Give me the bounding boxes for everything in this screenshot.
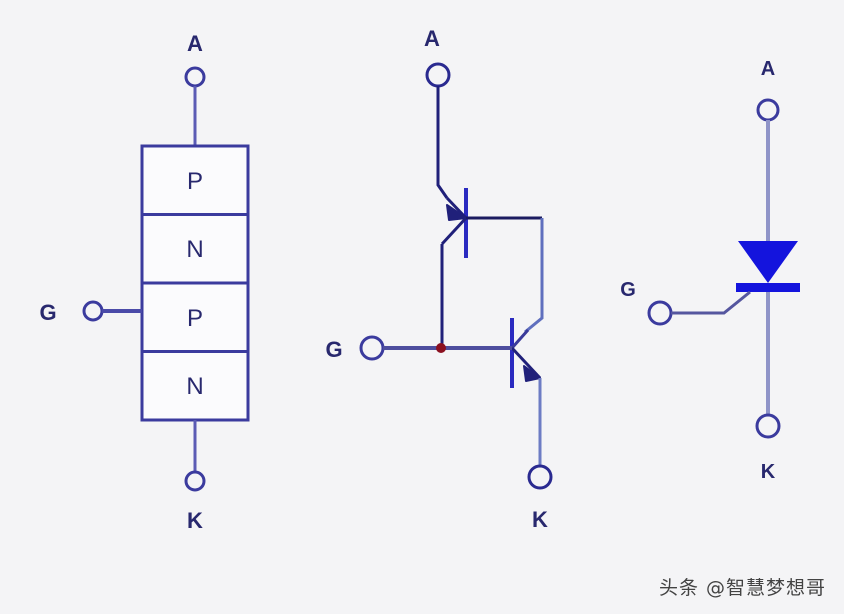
equiv-npn-collector-lead	[510, 329, 530, 349]
equiv-junction-dot	[436, 343, 446, 353]
equiv-npn-collector-wire	[524, 218, 544, 334]
equiv-gate-label: G	[325, 337, 342, 362]
equiv-npn-transistor	[442, 318, 542, 388]
symbol-anode-label: A	[761, 58, 775, 80]
diagram-two-transistor-equivalent: A	[325, 26, 553, 532]
symbol-diode-triangle	[738, 241, 798, 283]
structure-cathode-terminal[interactable]	[184, 470, 206, 492]
structure-gate-label: G	[39, 300, 56, 325]
diagram-pnpn-structure: A P N P N G K	[39, 31, 250, 533]
structure-layer-label-0: P	[187, 168, 203, 195]
structure-anode-label: A	[187, 31, 203, 56]
structure-layer-label-3: N	[186, 373, 203, 400]
symbol-gate-label: G	[620, 279, 636, 301]
structure-layer-label-1: N	[186, 236, 203, 263]
structure-layer-label-2: P	[187, 305, 203, 332]
symbol-cathode-bar	[736, 283, 800, 292]
watermark: 头条 @智慧梦想哥	[658, 577, 826, 599]
structure-cathode-label: K	[187, 508, 203, 533]
equiv-anode-label: A	[424, 26, 440, 51]
equiv-pnp-transistor	[440, 188, 542, 258]
symbol-cathode-label: K	[761, 461, 776, 483]
equiv-cathode-terminal[interactable]	[527, 464, 553, 490]
equiv-pnp-collector-lead	[440, 216, 468, 246]
equiv-pnp-emitter-arrow	[446, 204, 467, 221]
equiv-cathode-label: K	[532, 507, 548, 532]
symbol-gate-wire	[671, 290, 751, 315]
equiv-npn-emitter-lead	[510, 346, 542, 380]
equiv-npn-emitter-arrow	[523, 365, 541, 382]
diagram-scr-symbol: A G K	[620, 58, 800, 483]
symbol-cathode-terminal[interactable]	[755, 413, 781, 439]
equiv-anode-wire	[436, 86, 449, 199]
